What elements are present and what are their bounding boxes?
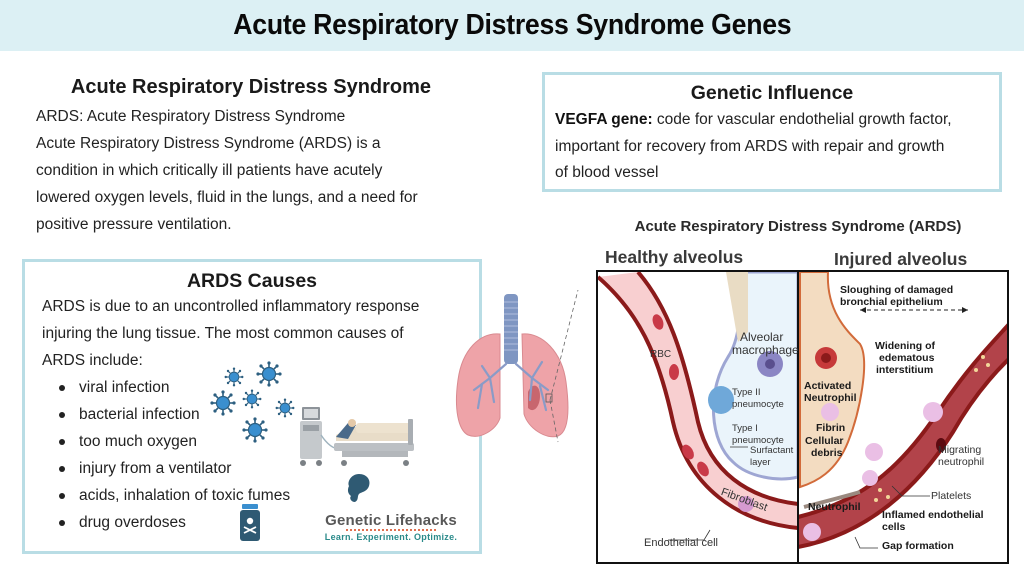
alveolus-diagram: RBC Alveolar macrophage Type II pneumocy… [596,270,1009,564]
label-cellular-debris: Cellular [805,435,844,447]
diagram-title: Acute Respiratory Distress Syndrome (ARD… [634,218,962,235]
causes-list-item: injury from a ventilator [59,455,479,482]
brand-logo: Genetic Lifehacks Learn. Experiment. Opt… [316,512,466,542]
causes-item-text: viral infection [79,379,170,396]
label-rbc: RBC [650,349,672,360]
toxic-fumes-icon [347,474,370,502]
bullet-icon [59,438,65,445]
bullet-icon [59,492,65,499]
label-gap-formation: Gap formation [882,540,954,552]
label-surfactant-layer: Surfactant [750,445,794,456]
causes-list-item: viral infection [59,374,479,401]
label-type1-pneumocyte: pneumocyte [732,435,784,446]
label-migrating-neutrophil: neutrophil [938,456,985,468]
ards-line: positive pressure ventilation. [36,216,232,233]
label-cellular-debris: debris [811,447,843,459]
causes-item-text: drug overdoses [79,514,186,531]
label-migrating-neutrophil: Migrating [938,444,982,456]
causes-intro-line: ARDS include: [42,352,143,369]
genetic-line: VEGFA gene: code for vascular endothelia… [555,107,989,134]
label-sloughing: Sloughing of damaged [840,284,954,296]
gene-description: code for vascular endothelial growth fac… [652,111,952,128]
ards-definition-section: Acute Respiratory Distress Syndrome ARDS… [36,76,496,238]
virus-cluster-icon [209,360,296,444]
causes-intro-line: ARDS is due to an uncontrolled inflammat… [42,298,420,315]
label-neutrophil: Neutrophil [808,501,861,513]
label-type1-pneumocyte: Type I [732,423,758,434]
label-widening: Widening of [875,340,935,352]
label-type2-pneumocyte: pneumocyte [732,399,784,410]
causes-list-item: drug overdoses [59,509,479,536]
bullet-icon [59,465,65,472]
label-alveolar-macrophage: Alveolar [740,330,784,344]
page-title: Acute Respiratory Distress Syndrome Gene… [232,9,792,41]
label-surfactant-layer: layer [750,457,771,468]
label-activated-neutrophil: Neutrophil [804,392,857,404]
ards-line: condition in which critically ill patien… [36,162,383,179]
alveolus-illustration [598,272,1007,549]
causes-list-item: bacterial infection [59,401,479,428]
ards-line: lowered oxygen levels, fluid in the lung… [36,189,418,206]
label-inflamed-endothelial: cells [882,521,906,533]
lungs-icon [455,290,579,443]
label-widening: edematous [879,352,935,364]
causes-intro-line: injuring the lung tissue. The most commo… [42,325,404,342]
healthy-alveolus-label: Healthy alveolus [605,247,744,267]
ards-line: ARDS: Acute Respiratory Distress Syndrom… [36,108,346,125]
causes-heading: ARDS Causes [186,270,318,292]
brand-divider [346,529,436,531]
label-endothelial-cell: Endothelial cell [644,537,718,549]
causes-item-text: bacterial infection [79,406,200,423]
injured-alveolus-label: Injured alveolus [834,249,968,269]
label-type2-pneumocyte: Type II [732,387,761,398]
genetic-line: of blood vessel [555,164,659,181]
brand-tagline: Learn. Experiment. Optimize. [324,532,458,542]
bullet-icon [59,519,65,526]
label-widening: interstitium [876,364,934,376]
gene-name: VEGFA gene: [555,111,653,128]
title-bar: Acute Respiratory Distress Syndrome Gene… [0,0,1024,51]
label-inflamed-endothelial: Inflamed endothelial [882,509,984,521]
label-activated-neutrophil: Activated [804,380,852,392]
label-fibrin: Fibrin [816,422,846,434]
bullet-icon [59,411,65,418]
causes-item-text: too much oxygen [79,433,198,450]
genetic-influence-box: Genetic Influence VEGFA gene: code for v… [542,72,1002,192]
poison-bottle-icon [240,504,260,541]
ards-line: Acute Respiratory Distress Syndrome (ARD… [36,135,381,152]
hospital-bed-ventilator-icon [300,407,414,466]
bullet-icon [59,384,65,391]
causes-list: viral infection bacterial infection too … [25,374,479,536]
causes-item-text: injury from a ventilator [79,460,232,477]
genetic-heading: Genetic Influence [690,82,854,104]
causes-list-item: too much oxygen [59,428,479,455]
diagram-divider [797,272,799,562]
ards-heading: Acute Respiratory Distress Syndrome [70,76,432,98]
causes-list-item: acids, inhalation of toxic fumes [59,482,479,509]
causes-item-text: acids, inhalation of toxic fumes [79,487,291,504]
genetic-line: important for recovery from ARDS with re… [555,137,945,155]
label-sloughing: bronchial epithelium [840,296,943,308]
label-platelets: Platelets [931,490,972,502]
label-alveolar-macrophage: macrophage [732,343,799,357]
brand-name: Genetic Lifehacks [325,512,457,529]
